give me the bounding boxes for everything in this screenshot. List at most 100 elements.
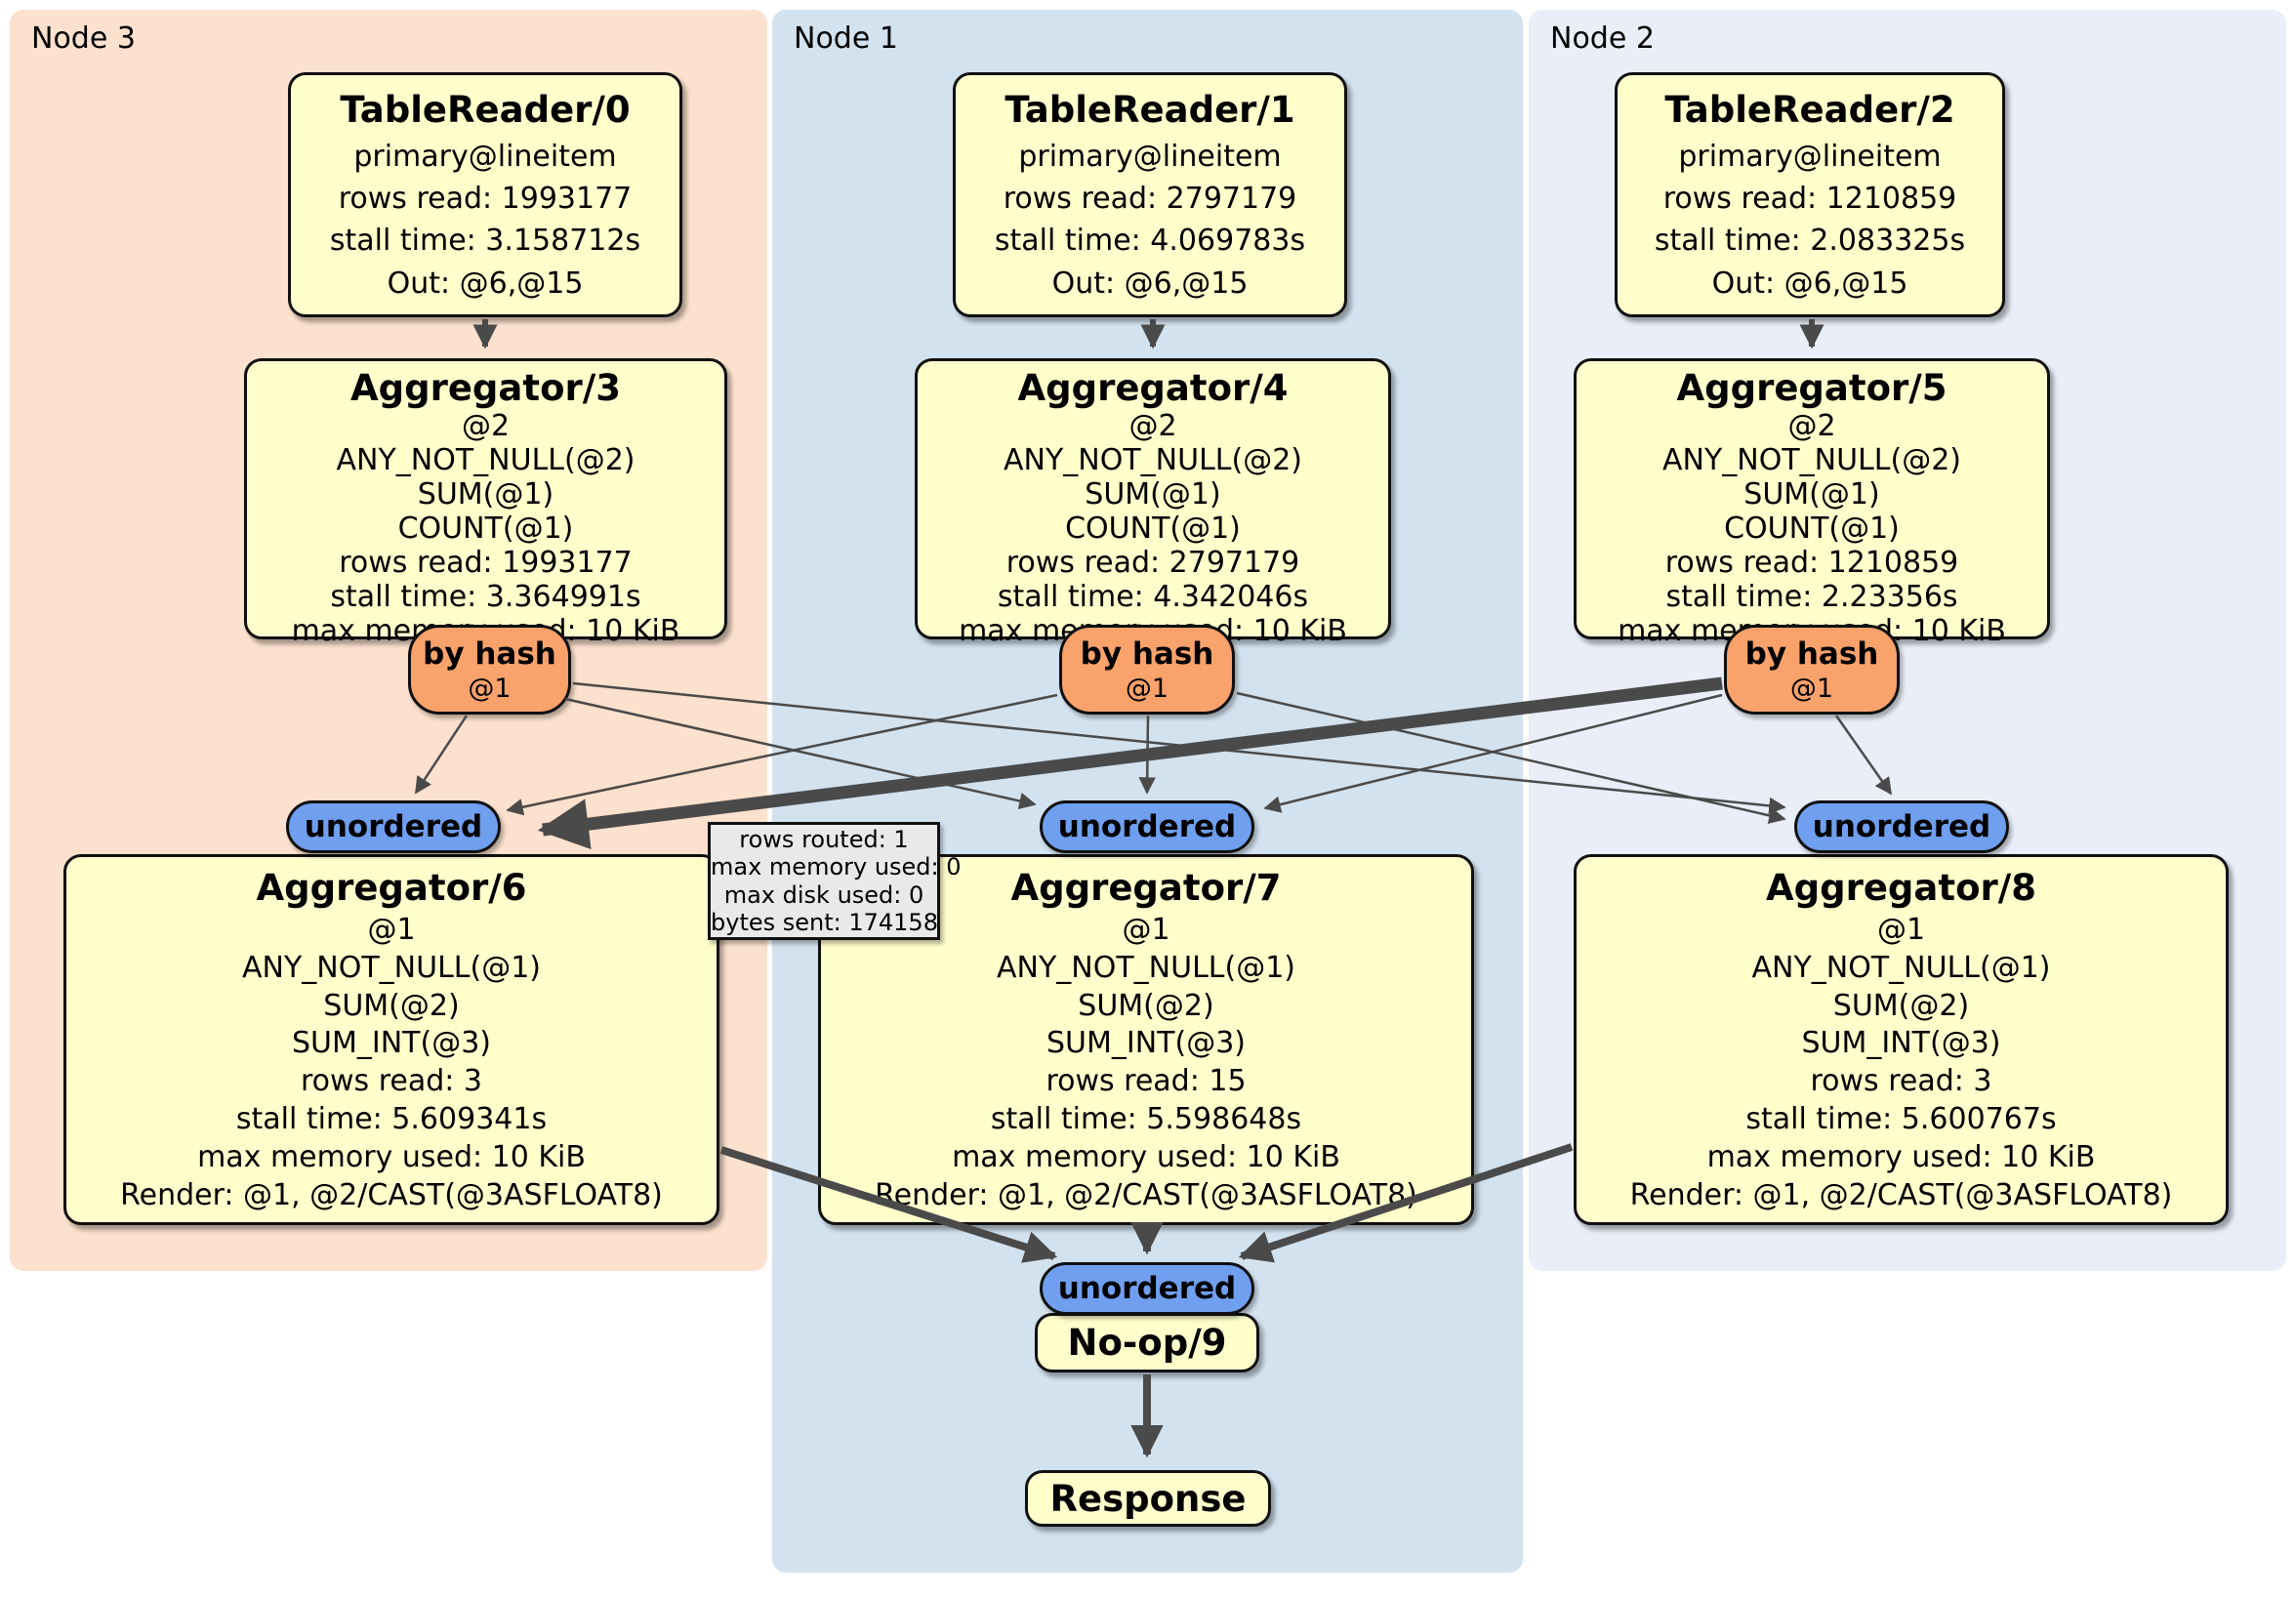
node-line: primary@lineitem — [1678, 139, 1942, 174]
node-line: bytes sent: 174158 — [711, 909, 938, 937]
node-line: COUNT(@1) — [1724, 512, 1900, 546]
stream-unordered-node2[interactable]: unordered — [1794, 800, 2009, 853]
node-line: SUM_INT(@3) — [1046, 1026, 1246, 1061]
node-line: Out: @6,@15 — [387, 266, 584, 301]
node-line: max memory used: 0 — [711, 853, 962, 881]
node-line: primary@lineitem — [353, 139, 617, 174]
node-title: Aggregator/5 — [1676, 367, 1948, 409]
node-line: Out: @6,@15 — [1051, 266, 1249, 301]
stream-unordered-node1[interactable]: unordered — [1040, 800, 1254, 853]
stream-unordered-noop[interactable]: unordered — [1040, 1262, 1254, 1315]
node-title: TableReader/2 — [1664, 89, 1955, 132]
node-tablereader-1[interactable]: TableReader/1 primary@lineitem rows read:… — [953, 72, 1347, 317]
router-by-hash-node3[interactable]: by hash @1 — [408, 625, 571, 715]
stream-unordered-node3[interactable]: unordered — [286, 800, 501, 853]
node-line: stall time: 2.083325s — [1654, 224, 1966, 259]
node-line: Render: @1, @2/CAST(@3ASFLOAT8) — [120, 1178, 663, 1213]
node-line: max memory used: 10 KiB — [952, 1140, 1340, 1175]
node-line: primary@lineitem — [1018, 139, 1282, 174]
node-title: TableReader/0 — [340, 89, 631, 132]
node-line: stall time: 5.609341s — [235, 1102, 548, 1137]
stream-label: unordered — [1057, 1271, 1237, 1306]
router-label: by hash — [423, 636, 556, 672]
node-title: Aggregator/3 — [349, 367, 621, 409]
node-title: Aggregator/4 — [1017, 367, 1289, 409]
panel-node-1-label: Node 1 — [794, 21, 898, 56]
node-line: ANY_NOT_NULL(@1) — [997, 950, 1295, 985]
node-line: SUM(@2) — [323, 988, 460, 1023]
node-line: @1 — [1122, 912, 1170, 947]
stream-label: unordered — [1057, 809, 1237, 844]
stream-label: unordered — [1812, 809, 1991, 844]
node-line: ANY_NOT_NULL(@2) — [1004, 443, 1302, 477]
node-title: Aggregator/8 — [1765, 866, 2036, 909]
node-response[interactable]: Response — [1025, 1470, 1271, 1527]
node-line: rows read: 1993177 — [339, 546, 633, 580]
router-columns: @1 — [1125, 674, 1169, 704]
node-line: stall time: 5.598648s — [990, 1102, 1302, 1137]
node-line: ANY_NOT_NULL(@2) — [336, 443, 636, 477]
router-by-hash-node1[interactable]: by hash @1 — [1059, 625, 1235, 715]
router-columns: @1 — [1789, 674, 1834, 704]
node-line: rows read: 2797179 — [1005, 546, 1300, 580]
node-line: SUM(@1) — [1743, 477, 1880, 512]
router-columns: @1 — [468, 674, 512, 704]
node-line: stall time: 3.364991s — [330, 580, 641, 614]
node-line: max memory used: 10 KiB — [1706, 1140, 2096, 1175]
node-line: SUM(@2) — [1078, 988, 1214, 1023]
node-line: @1 — [367, 912, 416, 947]
node-line: SUM_INT(@3) — [292, 1026, 491, 1061]
node-tablereader-2[interactable]: TableReader/2 primary@lineitem rows read:… — [1615, 72, 2005, 317]
panel-node-2-label: Node 2 — [1550, 21, 1655, 56]
node-line: stall time: 4.342046s — [997, 580, 1309, 614]
node-line: SUM(@2) — [1832, 988, 1970, 1023]
node-line: @1 — [1876, 912, 1926, 947]
node-tablereader-0[interactable]: TableReader/0 primary@lineitem rows read:… — [288, 72, 682, 317]
node-line: ANY_NOT_NULL(@1) — [1751, 950, 2051, 985]
node-line: stall time: 5.600767s — [1745, 1102, 2057, 1137]
panel-node-3-label: Node 3 — [31, 21, 136, 56]
node-line: rows read: 1210859 — [1662, 181, 1957, 216]
router-label: by hash — [1080, 636, 1214, 672]
node-line: rows read: 1210859 — [1664, 546, 1959, 580]
node-line: rows read: 1993177 — [338, 181, 633, 216]
node-line: stall time: 2.23356s — [1665, 580, 1958, 614]
node-title: Response — [1049, 1477, 1247, 1520]
node-line: stall time: 4.069783s — [994, 224, 1306, 259]
node-line: rows read: 2797179 — [1003, 181, 1297, 216]
node-line: rows read: 15 — [1046, 1064, 1247, 1099]
node-line: stall time: 3.158712s — [329, 224, 641, 259]
node-title: No-op/9 — [1067, 1322, 1227, 1364]
node-title: Aggregator/6 — [256, 866, 527, 909]
router-by-hash-node2[interactable]: by hash @1 — [1724, 625, 1900, 715]
node-title: Aggregator/7 — [1010, 866, 1282, 909]
node-line: max disk used: 0 — [723, 880, 924, 909]
node-line: rows read: 3 — [1810, 1064, 1992, 1099]
node-line: SUM_INT(@3) — [1801, 1026, 2001, 1061]
node-line: @2 — [1128, 409, 1177, 443]
stream-label: unordered — [304, 809, 483, 844]
node-line: ANY_NOT_NULL(@1) — [242, 950, 541, 985]
node-noop-9[interactable]: No-op/9 — [1035, 1313, 1259, 1372]
node-line: Out: @6,@15 — [1711, 266, 1908, 301]
node-line: Render: @1, @2/CAST(@3ASFLOAT8) — [875, 1178, 1417, 1213]
node-line: SUM(@1) — [417, 477, 554, 512]
node-line: max memory used: 10 KiB — [197, 1140, 586, 1175]
node-line: Render: @1, @2/CAST(@3ASFLOAT8) — [1629, 1178, 2173, 1213]
node-line: SUM(@1) — [1085, 477, 1221, 512]
node-title: TableReader/1 — [1004, 89, 1295, 132]
node-line: COUNT(@1) — [397, 512, 574, 546]
node-line: ANY_NOT_NULL(@2) — [1662, 443, 1961, 477]
node-line: rows read: 3 — [300, 1064, 483, 1099]
node-line: @2 — [461, 409, 511, 443]
node-line: @2 — [1787, 409, 1836, 443]
node-line: rows routed: 1 — [739, 825, 909, 853]
router-label: by hash — [1744, 636, 1879, 672]
